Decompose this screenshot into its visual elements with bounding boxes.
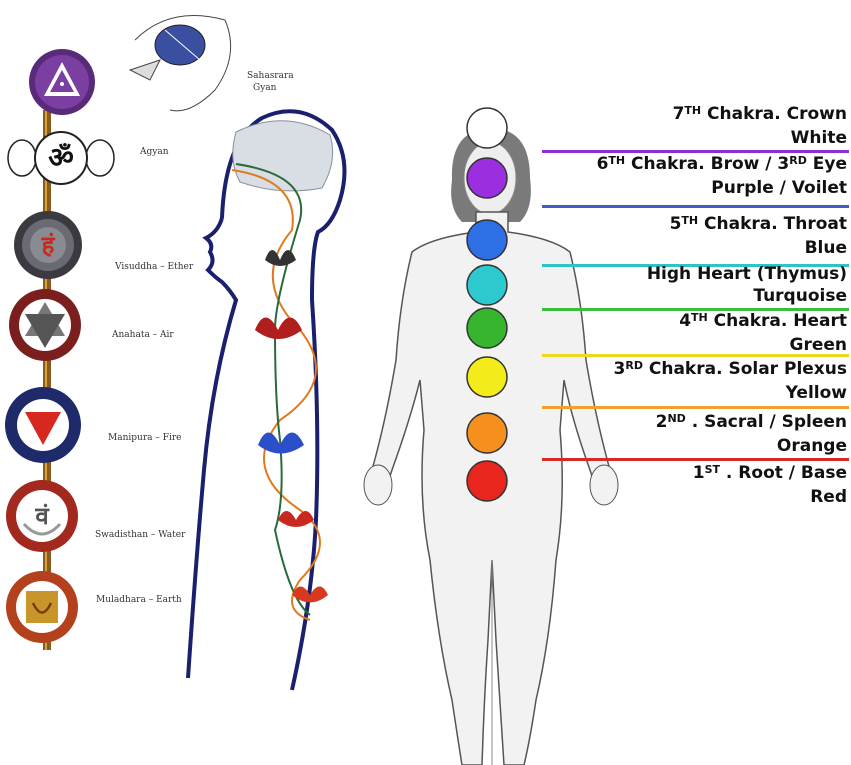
chakra-label-color: Red	[693, 486, 847, 508]
chakra-dot-5	[467, 308, 507, 348]
chakra-separator-7	[542, 458, 849, 461]
chakra-label-title: 6TH Chakra. Brow / 3RD Eye	[597, 153, 847, 177]
chakra-label-title: High Heart (Thymus)	[647, 263, 847, 285]
chakra-label-color: White	[673, 127, 847, 149]
chakra-dot-7	[467, 413, 507, 453]
chakra-dot-1	[467, 108, 507, 148]
chakra-label-color: Green	[679, 334, 847, 356]
chakra-label-color: Purple / Voilet	[597, 177, 847, 199]
chakra-dot-2	[467, 158, 507, 198]
chakra-dot-4	[467, 265, 507, 305]
chakra-label-title: 2ND . Sacral / Spleen	[656, 411, 847, 435]
chakra-label-title: 3RD Chakra. Solar Plexus	[614, 358, 848, 382]
chakra-label-title: 5TH Chakra. Throat	[670, 213, 847, 237]
chakra-label-color: Blue	[670, 237, 847, 259]
chakra-label-color: Yellow	[614, 382, 848, 404]
chakra-separator-6	[542, 406, 849, 409]
chakra-label-color: Orange	[656, 435, 847, 457]
chakra-label-title: 7TH Chakra. Crown	[673, 103, 847, 127]
chakra-dot-3	[467, 220, 507, 260]
chakra-label-title: 1ST . Root / Base	[693, 462, 847, 486]
chakra-dot-6	[467, 357, 507, 397]
chakra-separator-2	[542, 205, 849, 208]
chakra-dot-8	[467, 461, 507, 501]
chakra-label-4: High Heart (Thymus)Turquoise	[647, 263, 847, 307]
chakra-label-color: Turquoise	[647, 285, 847, 307]
chakra-label-title: 4TH Chakra. Heart	[679, 310, 847, 334]
